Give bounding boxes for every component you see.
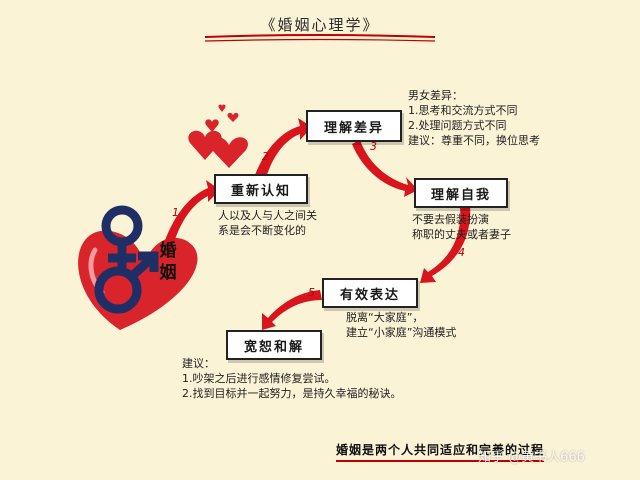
step-forgive-box: 宽恕和解 xyxy=(226,330,322,360)
step-diff-box: 理解差异 xyxy=(306,110,402,142)
step-number-2: 2 xyxy=(262,150,269,163)
note-forgive: 建议： 1.吵架之后进行感情修复尝试。 2.找到目标并一起努力，是持久幸福的秘诀… xyxy=(182,356,402,401)
gender-symbols-icon xyxy=(94,205,159,314)
note-diff-line: 男女差异： xyxy=(408,89,463,102)
note-self-line: 不要去假装扮演 xyxy=(412,213,489,226)
step-express-box: 有效表达 xyxy=(322,278,418,308)
arrow-2 xyxy=(255,118,312,178)
note-renew-line: 人以及人与人之间关 xyxy=(218,209,317,222)
page-title: 《婚姻心理学》 xyxy=(260,16,380,34)
arrow-4 xyxy=(420,205,471,283)
note-forgive-line: 建议： xyxy=(182,357,215,370)
step-diff-label: 理解差异 xyxy=(323,120,384,136)
arrow-1 xyxy=(160,180,220,258)
step-forgive-label: 宽恕和解 xyxy=(243,339,304,355)
step-number-1: 1 xyxy=(172,206,179,219)
step-self-label: 理解自我 xyxy=(430,187,491,203)
note-diff-line: 建议：尊重不同，换位思考 xyxy=(408,134,540,147)
note-express-line: 脱离“大家庭”， xyxy=(346,311,424,324)
watermark: 知乎 @黄书人666 xyxy=(478,450,585,465)
arrow-5 xyxy=(262,290,322,330)
note-renew: 人以及人与人之间关 系是会不断变化的 xyxy=(218,208,317,238)
small-hearts-icon xyxy=(188,104,249,168)
marriage-label-text: 婚 姻 xyxy=(159,241,177,283)
step-self-box: 理解自我 xyxy=(414,178,508,208)
note-self-line: 称职的丈夫或者妻子 xyxy=(412,228,511,241)
title-underline-mark-2 xyxy=(204,38,436,42)
step-renew-label: 重新认知 xyxy=(230,183,291,199)
flow-arrows xyxy=(160,118,471,330)
bottom-summary: 婚姻是两个人共同适应和完善的过程 xyxy=(336,441,545,462)
note-diff: 男女差异： 1.思考和交流方式不同 2.处理问题方式不同 建议：尊重不同，换位思… xyxy=(408,88,540,148)
note-forgive-line: 2.找到目标并一起努力，是持久幸福的秘诀。 xyxy=(182,387,402,400)
note-diff-line: 1.思考和交流方式不同 xyxy=(408,104,518,117)
step-renew-box: 重新认知 xyxy=(214,174,308,204)
step-number-4: 4 xyxy=(458,246,465,259)
title-underline-mark xyxy=(204,34,436,38)
marriage-vertical-label: 婚 姻 xyxy=(158,240,178,284)
note-forgive-line: 1.吵架之后进行感情修复尝试。 xyxy=(182,372,336,385)
step-number-5: 5 xyxy=(308,286,315,299)
note-diff-line: 2.处理问题方式不同 xyxy=(408,119,507,132)
note-renew-line: 系是会不断变化的 xyxy=(218,224,306,237)
step-express-label: 有效表达 xyxy=(339,287,400,303)
arrow-3 xyxy=(352,140,418,197)
note-express: 脱离“大家庭”， 建立“小家庭”沟通模式 xyxy=(346,310,456,340)
note-self: 不要去假装扮演 称职的丈夫或者妻子 xyxy=(412,212,511,242)
step-number-3: 3 xyxy=(370,140,377,153)
note-express-line: 建立“小家庭”沟通模式 xyxy=(346,326,457,339)
